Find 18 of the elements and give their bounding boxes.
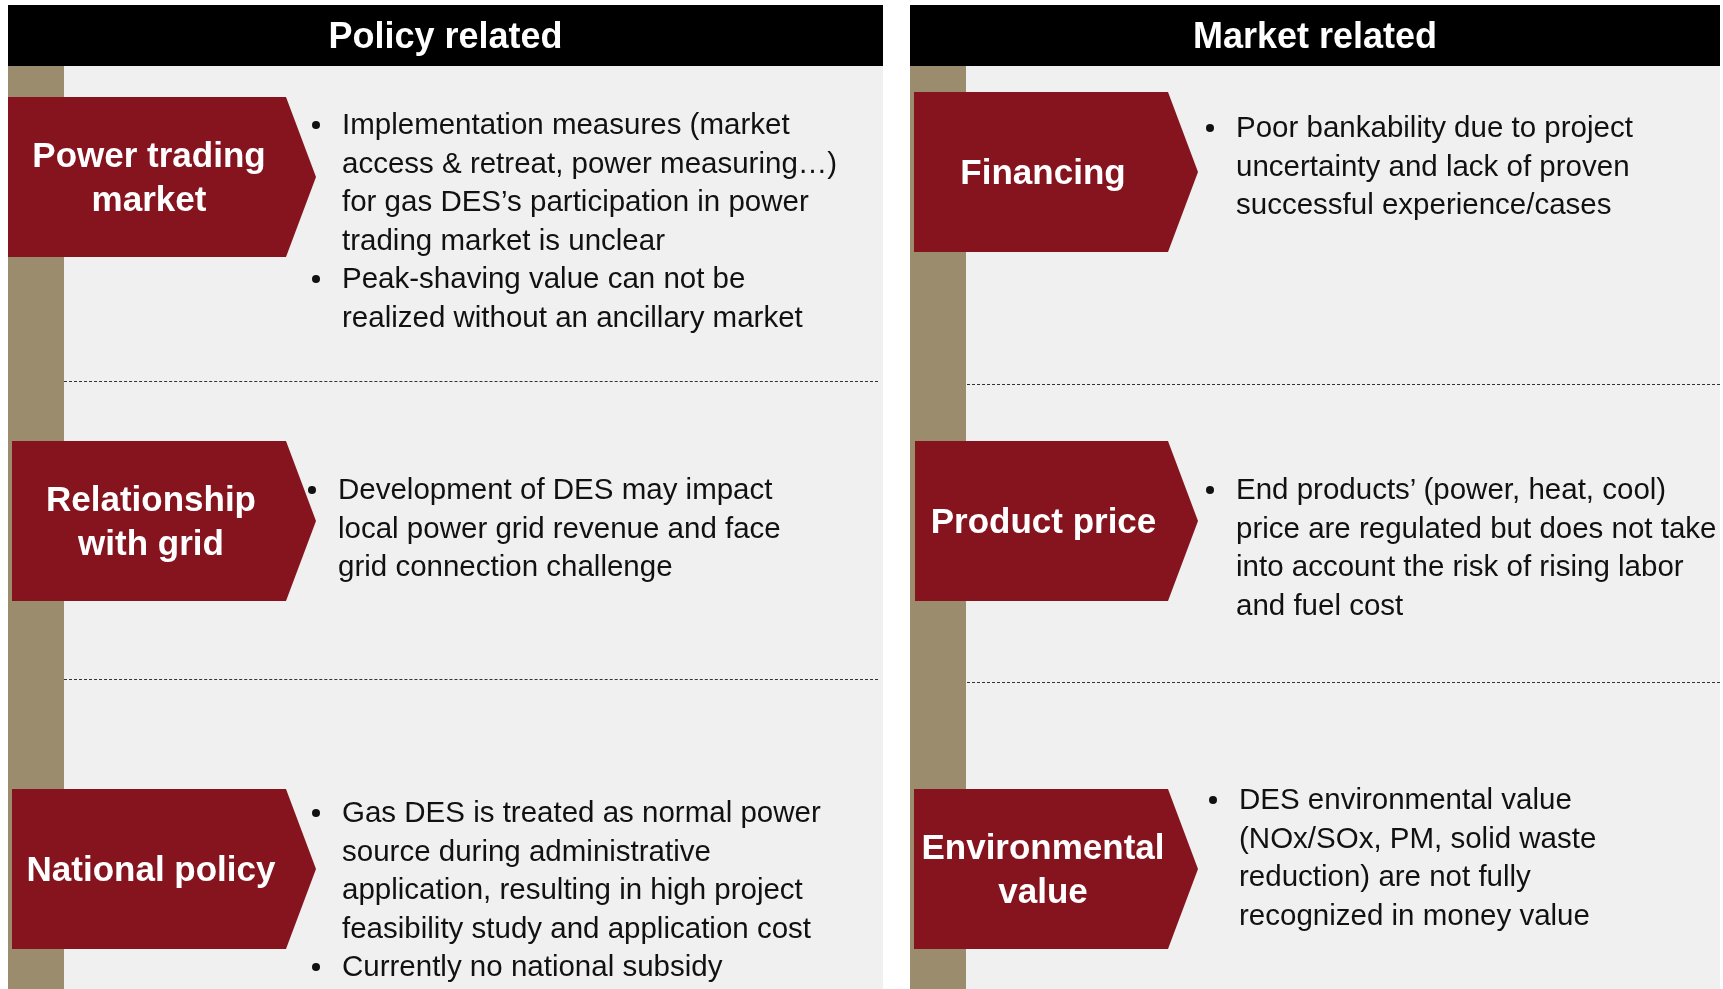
category-tab: Financing (914, 92, 1198, 252)
bullet-text: Peak-shaving value can not be realized without an ancillary market (342, 261, 803, 333)
column-panel (910, 5, 1720, 989)
column-header: Policy related (8, 5, 883, 66)
bullet-text: Currently no national subsidy (342, 949, 723, 982)
bullet-text: Implementation measures (market access & retreat, power measuring…) for gas DES’s participation in power trading market is unclear (342, 107, 838, 256)
bullet-text: Development of DES may impact local power grid revenue and face grid connection challenge (338, 472, 781, 582)
category-tab: Product price (915, 441, 1198, 601)
category-tab: Relationship with grid (12, 441, 316, 601)
bullet-text: End products’ (power, heat, cool) price are regulated but does not take into account the risk of rising labor and fuel cost (1236, 472, 1717, 621)
category-tab: Environmental value (914, 789, 1198, 949)
bullet-text: DES environmental value (NOx/SOx, PM, solid waste reduction) are not fully recognized in money value (1239, 782, 1597, 931)
column-panel (8, 5, 883, 989)
bullet-text: Poor bankability due to project uncertainty and lack of proven successful experience/cases (1236, 110, 1633, 220)
column-header: Market related (910, 5, 1720, 66)
bullet-text: Gas DES is treated as normal power source during administrative application, resulting in high project feasibility study and application cost (342, 795, 821, 944)
category-tab: Power trading market (8, 97, 316, 257)
category-tab: National policy (12, 789, 316, 949)
